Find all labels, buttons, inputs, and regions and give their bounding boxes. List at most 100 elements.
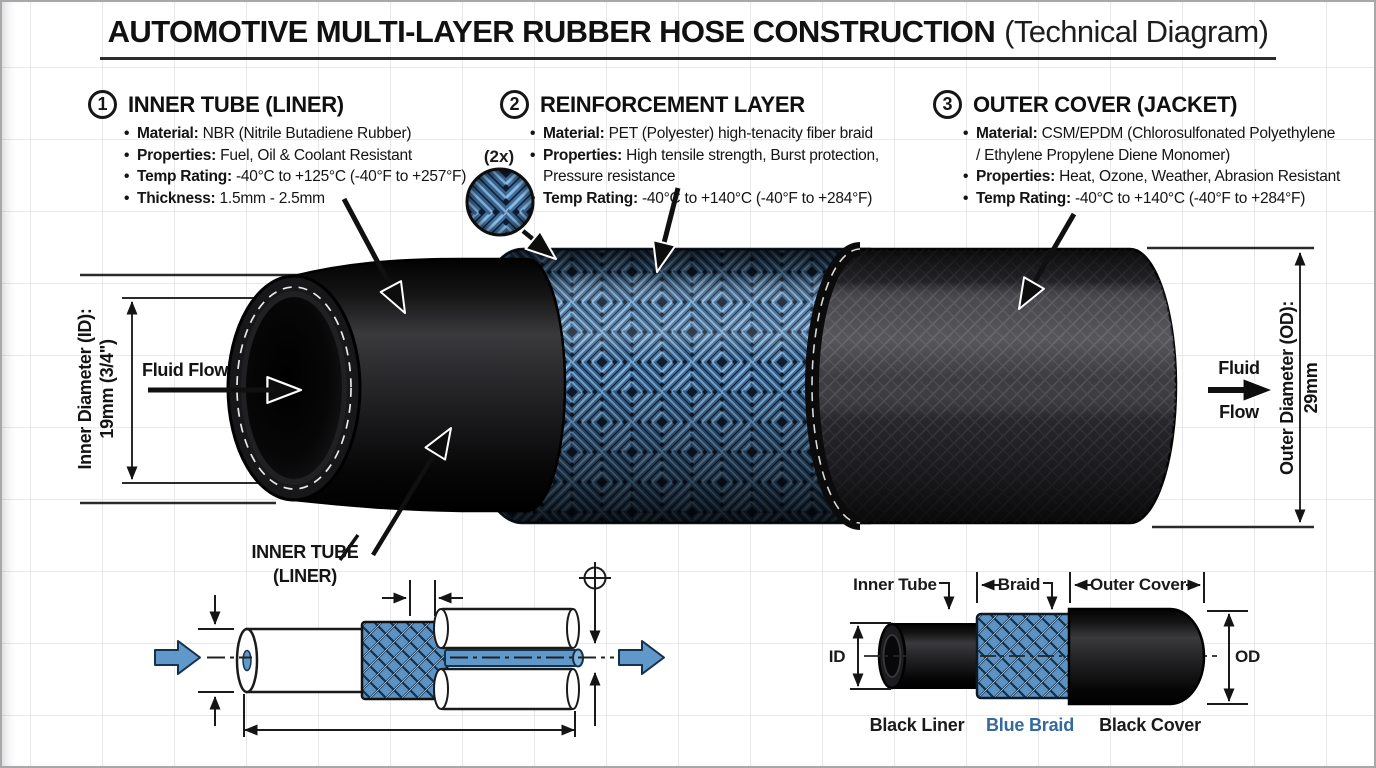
spec-label: Temp Rating: xyxy=(137,168,232,185)
id-dimension: Inner Diameter (ID): 19mm (3/4") xyxy=(75,273,314,505)
spec-text: 1.5mm - 2.5mm xyxy=(219,189,326,207)
arrowhead xyxy=(266,375,303,405)
fluid-flow-left-label: Fluid Flow xyxy=(142,360,229,380)
schematic-braid-section xyxy=(360,620,449,701)
mini-liner-face xyxy=(877,622,907,690)
section-3-header: 3 OUTER COVER (JACKET) xyxy=(933,90,1367,119)
jacket-cut-face xyxy=(566,608,580,649)
schematic-dimensions xyxy=(198,562,611,737)
mini-cover-section xyxy=(1067,607,1206,706)
arrowhead xyxy=(1008,276,1045,316)
jacket-cut-face xyxy=(433,608,449,649)
fluid-flow-right-label1: Fluid xyxy=(1218,358,1260,378)
section-3-specs: Material: CSM/EPDM (Chlorosulfonated Pol… xyxy=(963,123,1367,209)
bore-rim xyxy=(241,291,347,485)
spec-item: Temp Rating: -40°C to +140°C (-40°F to +… xyxy=(530,188,930,210)
leader xyxy=(939,582,955,610)
fluid-flow-right-label2: Flow xyxy=(1219,402,1260,422)
mini-liner-body xyxy=(891,623,988,689)
mini-id-label: ID xyxy=(829,647,846,666)
mini-braid-section xyxy=(975,612,1077,700)
section-1-header: 1 INNER TUBE (LINER) xyxy=(88,90,500,119)
arrowhead xyxy=(524,230,565,269)
section-inner-tube: 1 INNER TUBE (LINER) Material: NBR (Nitr… xyxy=(88,90,500,209)
spec-label: Material: xyxy=(976,125,1038,142)
arrowhead xyxy=(644,239,677,276)
leader-outer-cover xyxy=(1031,212,1077,285)
spec-label: Material: xyxy=(137,125,199,142)
spec-label: Material: xyxy=(543,125,605,142)
section-1-title: INNER TUBE (LINER) xyxy=(128,91,344,117)
blue-braid-label: Blue Braid xyxy=(986,715,1074,735)
spec-item: Thickness: 1.5mm - 2.5mm xyxy=(124,188,500,210)
cover-texture xyxy=(812,249,1176,523)
cover-ring-dashes xyxy=(811,248,861,524)
leader xyxy=(1043,582,1058,610)
cover-shading xyxy=(812,249,1176,523)
outer-cover-body xyxy=(810,247,1178,525)
spec-item: Properties: Fuel, Oil & Coolant Resistan… xyxy=(124,145,500,167)
blue-core-end xyxy=(572,648,584,668)
schematic-tube-end xyxy=(235,627,259,694)
section-2-number-badge: 2 xyxy=(500,90,529,119)
face-dashed-ring xyxy=(236,286,352,490)
od-dimension: Outer Diameter (OD): 29mm xyxy=(1147,246,1321,529)
hose-schematic xyxy=(154,562,665,737)
schematic-jacket-top xyxy=(438,607,576,650)
spec-label: Temp Rating: xyxy=(976,189,1071,207)
spec-label: Thickness: xyxy=(137,189,216,207)
fluid-flow-left: Fluid Flow xyxy=(142,360,274,393)
mini-braid-label: Braid xyxy=(998,575,1040,594)
page-title: AUTOMOTIVE MULTI-LAYER RUBBER HOSE CONST… xyxy=(99,14,1277,60)
arrowhead xyxy=(424,420,462,461)
fluid-flow-right: Fluid Flow xyxy=(1208,358,1260,422)
schematic-jacket-bottom xyxy=(438,667,576,711)
cover-cut-ring xyxy=(805,242,861,530)
spec-text: -40°C to +125°C (-40°F to +257°F) xyxy=(235,168,467,185)
spec-text: High tensile strength, Burst protection,… xyxy=(543,146,879,186)
spec-item: Material: PET (Polyester) high-tenacity … xyxy=(530,123,930,145)
reinforcement-braid-layer xyxy=(462,247,872,525)
leader-inner-tube xyxy=(341,197,394,289)
spec-label: Properties: xyxy=(137,146,217,164)
tube-bore xyxy=(246,297,342,479)
spec-label: Properties: xyxy=(543,146,623,164)
section-1-specs: Material: NBR (Nitrile Butadiene Rubber)… xyxy=(124,123,500,209)
schematic-tube-bore xyxy=(242,649,252,672)
header: AUTOMOTIVE MULTI-LAYER RUBBER HOSE CONST… xyxy=(2,14,1374,60)
mini-od-label: OD xyxy=(1235,647,1260,666)
mini-dimensions xyxy=(850,610,1248,705)
braid-shading xyxy=(464,249,870,523)
spec-label: Temp Rating: xyxy=(543,189,638,207)
jacket-cut-face xyxy=(566,668,580,710)
spec-item: Temp Rating: -40°C to +125°C (-40°F to +… xyxy=(124,166,500,188)
arrowhead xyxy=(1241,376,1276,404)
leader-arrows xyxy=(338,187,1077,562)
section-2-title: REINFORCEMENT LAYER xyxy=(540,91,805,117)
section-outer-cover: 3 OUTER COVER (JACKET) Material: CSM/EPD… xyxy=(933,90,1367,209)
spec-label: Properties: xyxy=(976,168,1056,185)
spec-item: Properties: Heat, Ozone, Weather, Abrasi… xyxy=(963,166,1367,188)
leader-magnifier xyxy=(521,229,536,242)
mini-outer-cover-label: Outer Cover xyxy=(1090,575,1187,594)
od-dimension-label-line2: 29mm xyxy=(1301,363,1321,414)
spec-text: Heat, Ozone, Weather, Abrasion Resistant xyxy=(1059,168,1341,185)
spec-text: PET (Polyester) high-tenacity fiber brai… xyxy=(608,125,874,142)
arrowhead xyxy=(379,280,417,320)
spec-item: Material: CSM/EPDM (Chlorosulfonated Pol… xyxy=(963,123,1367,166)
spec-item: Temp Rating: -40°C to +140°C (-40°F to +… xyxy=(963,188,1367,210)
flow-arrow-blue-right xyxy=(618,640,665,675)
section-2-specs: Material: PET (Polyester) high-tenacity … xyxy=(530,123,930,209)
od-dimension-label-line1: Outer Diameter (OD): xyxy=(1277,301,1297,475)
section-3-title: OUTER COVER (JACKET) xyxy=(973,91,1238,117)
schematic-blue-core xyxy=(444,649,578,667)
mini-label-leaders xyxy=(939,572,1205,610)
spec-text: CSM/EPDM (Chlorosulfonated Polyethylene … xyxy=(976,125,1336,164)
callout-line2: (LINER) xyxy=(273,566,337,586)
inner-tube-face xyxy=(226,274,362,502)
schematic-inner-tube xyxy=(245,627,449,694)
flow-arrow-blue-left xyxy=(154,640,201,675)
inner-tube-body xyxy=(292,257,567,513)
arrowheads xyxy=(266,230,1276,461)
